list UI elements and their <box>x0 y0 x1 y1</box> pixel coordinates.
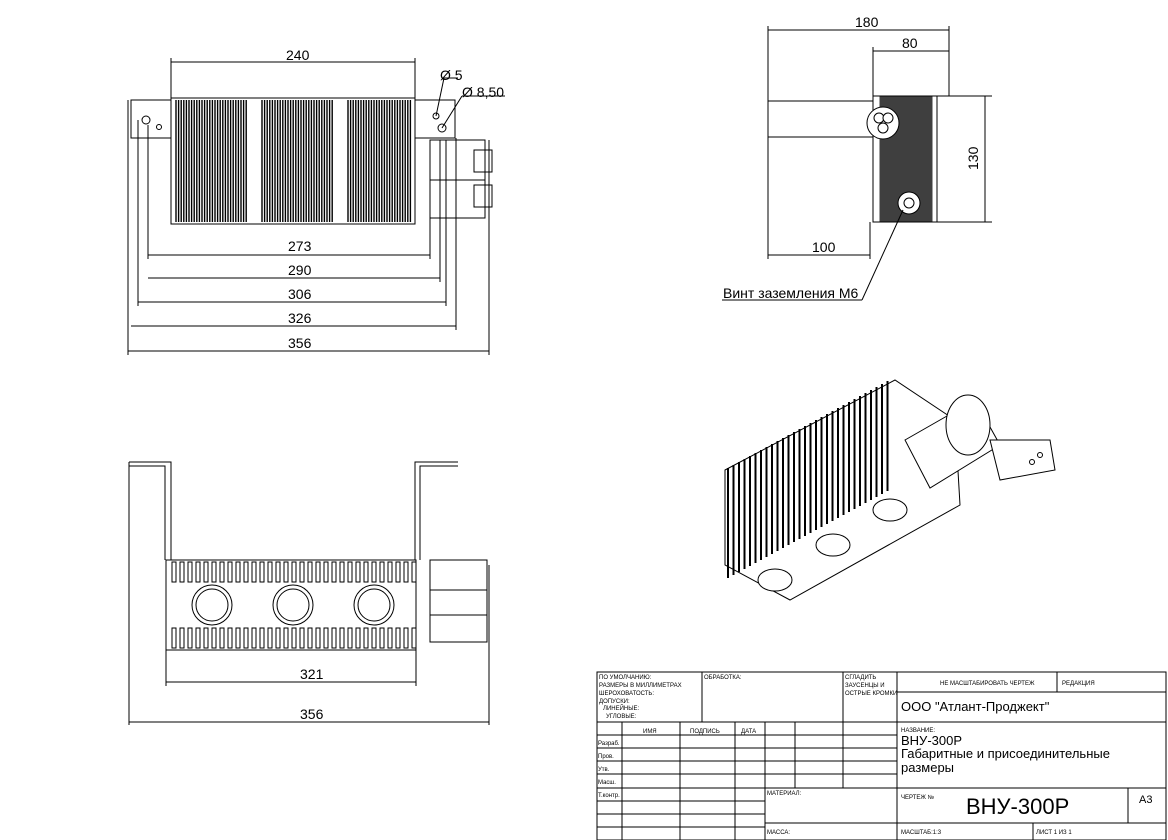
front-connector <box>429 559 488 643</box>
deburr-0: СГЛАДИТЬ <box>845 675 876 681</box>
row-checked: Пров. <box>598 754 614 760</box>
default-note-5: УГЛОВЫЕ: <box>606 714 637 720</box>
default-note-4: ЛИНЕЙНЫЕ: <box>603 704 640 712</box>
top-bracket-right <box>414 99 456 139</box>
col-date: ДАТА <box>741 729 756 735</box>
company-name: ООО "Атлант-Проджект" <box>901 699 1050 714</box>
connector-block <box>429 139 486 219</box>
front-fins <box>171 561 417 649</box>
mount-hole <box>141 115 151 125</box>
dim-356-front: 356 <box>300 706 324 722</box>
row-developer: Разраб. <box>598 741 620 747</box>
title-block-text: ПО УМОЛЧАНИЮ: РАЗМЕРЫ В МИЛЛИМЕТРАХ ШЕРО… <box>598 675 1152 836</box>
default-note-3: ДОПУСКИ: <box>599 699 630 705</box>
dim-326: 326 <box>288 310 312 326</box>
name-line-0: ВНУ-300Р <box>901 733 962 748</box>
top-bracket-plate <box>130 99 172 139</box>
material-label: МАТЕРИАЛ: <box>767 791 802 797</box>
connector-gland <box>473 149 493 173</box>
connector-gland <box>473 184 493 208</box>
row-tcontrol: Т.контр. <box>598 793 620 799</box>
dim-306: 306 <box>288 286 312 302</box>
dim-321: 321 <box>300 666 324 682</box>
dim-356: 356 <box>288 335 312 351</box>
lens-3 <box>353 584 395 626</box>
iso-fins <box>727 381 889 578</box>
default-note-1: РАЗМЕРЫ В МИЛЛИМЕТРАХ <box>599 683 682 689</box>
name-line-2: размеры <box>901 760 954 775</box>
name-line-1: Габаритные и присоединительные <box>901 746 1110 761</box>
col-signature: ПОДПИСЬ <box>690 729 720 735</box>
ground-screw-callout: Винт заземления М6 <box>723 285 859 301</box>
iso-lens-2 <box>815 533 851 557</box>
sheet-format: A3 <box>1139 794 1152 806</box>
dim-130: 130 <box>965 146 981 170</box>
processing-label: ОБРАБОТКА: <box>704 675 742 681</box>
dim-100: 100 <box>812 239 836 255</box>
dim-290: 290 <box>288 262 312 278</box>
mount-hole <box>437 123 447 133</box>
deburr-1: ЗАУСЕНЦЫ И <box>845 683 885 689</box>
mass-label: МАССА: <box>767 830 790 836</box>
default-note-0: ПО УМОЛЧАНИЮ: <box>599 675 652 681</box>
sheet-label: ЛИСТ 1 ИЗ 1 <box>1036 830 1072 836</box>
isometric-view <box>724 379 1056 601</box>
side-view: 180 80 130 100 Винт заземления М6 <box>722 14 992 301</box>
scale-label: МАСШТАБ:1:3 <box>901 830 942 836</box>
lens-2 <box>272 584 314 626</box>
drawing-no-label: ЧЕРТЕЖ № <box>901 794 934 801</box>
hole-label-5: Ø 5 <box>440 67 463 83</box>
mount-hole <box>432 112 440 120</box>
row-approved: Утв. <box>598 767 610 773</box>
top-dimensions <box>127 58 505 355</box>
hole-label-8-50: Ø 8,50 <box>462 84 504 100</box>
title-block <box>596 671 1167 840</box>
row-scale: Масш. <box>598 780 616 786</box>
no-scale-label: НЕ МАСШТАБИРОВАТЬ ЧЕРТЕЖ <box>940 681 1035 687</box>
iso-lens-1 <box>757 568 793 592</box>
drawing-number: ВНУ-300Р <box>966 794 1069 819</box>
dim-180: 180 <box>855 14 879 30</box>
top-body-outline <box>170 97 416 225</box>
front-body <box>165 559 417 651</box>
lens-1 <box>191 584 233 626</box>
dim-273: 273 <box>288 238 312 254</box>
name-label: НАЗВАНИЕ: <box>901 728 935 734</box>
iso-bracket <box>989 439 1056 481</box>
side-bracket <box>767 100 874 138</box>
col-name: ИМЯ <box>643 729 657 735</box>
top-view: 240 273 290 306 326 356 Ø 5 Ø 8,50 <box>127 47 505 355</box>
dim-80: 80 <box>902 35 918 51</box>
dim-240: 240 <box>286 47 310 63</box>
revision-label: РЕДАКЦИЯ <box>1062 681 1095 687</box>
deburr-2: ОСТРЫЕ КРОМКИ <box>845 691 897 697</box>
front-view: 321 356 <box>128 461 490 725</box>
heatsink-fins <box>175 100 412 222</box>
default-note-2: ШЕРОХОВАТОСТЬ: <box>599 691 654 697</box>
iso-lens-3 <box>872 498 908 522</box>
mount-hole <box>156 124 162 130</box>
